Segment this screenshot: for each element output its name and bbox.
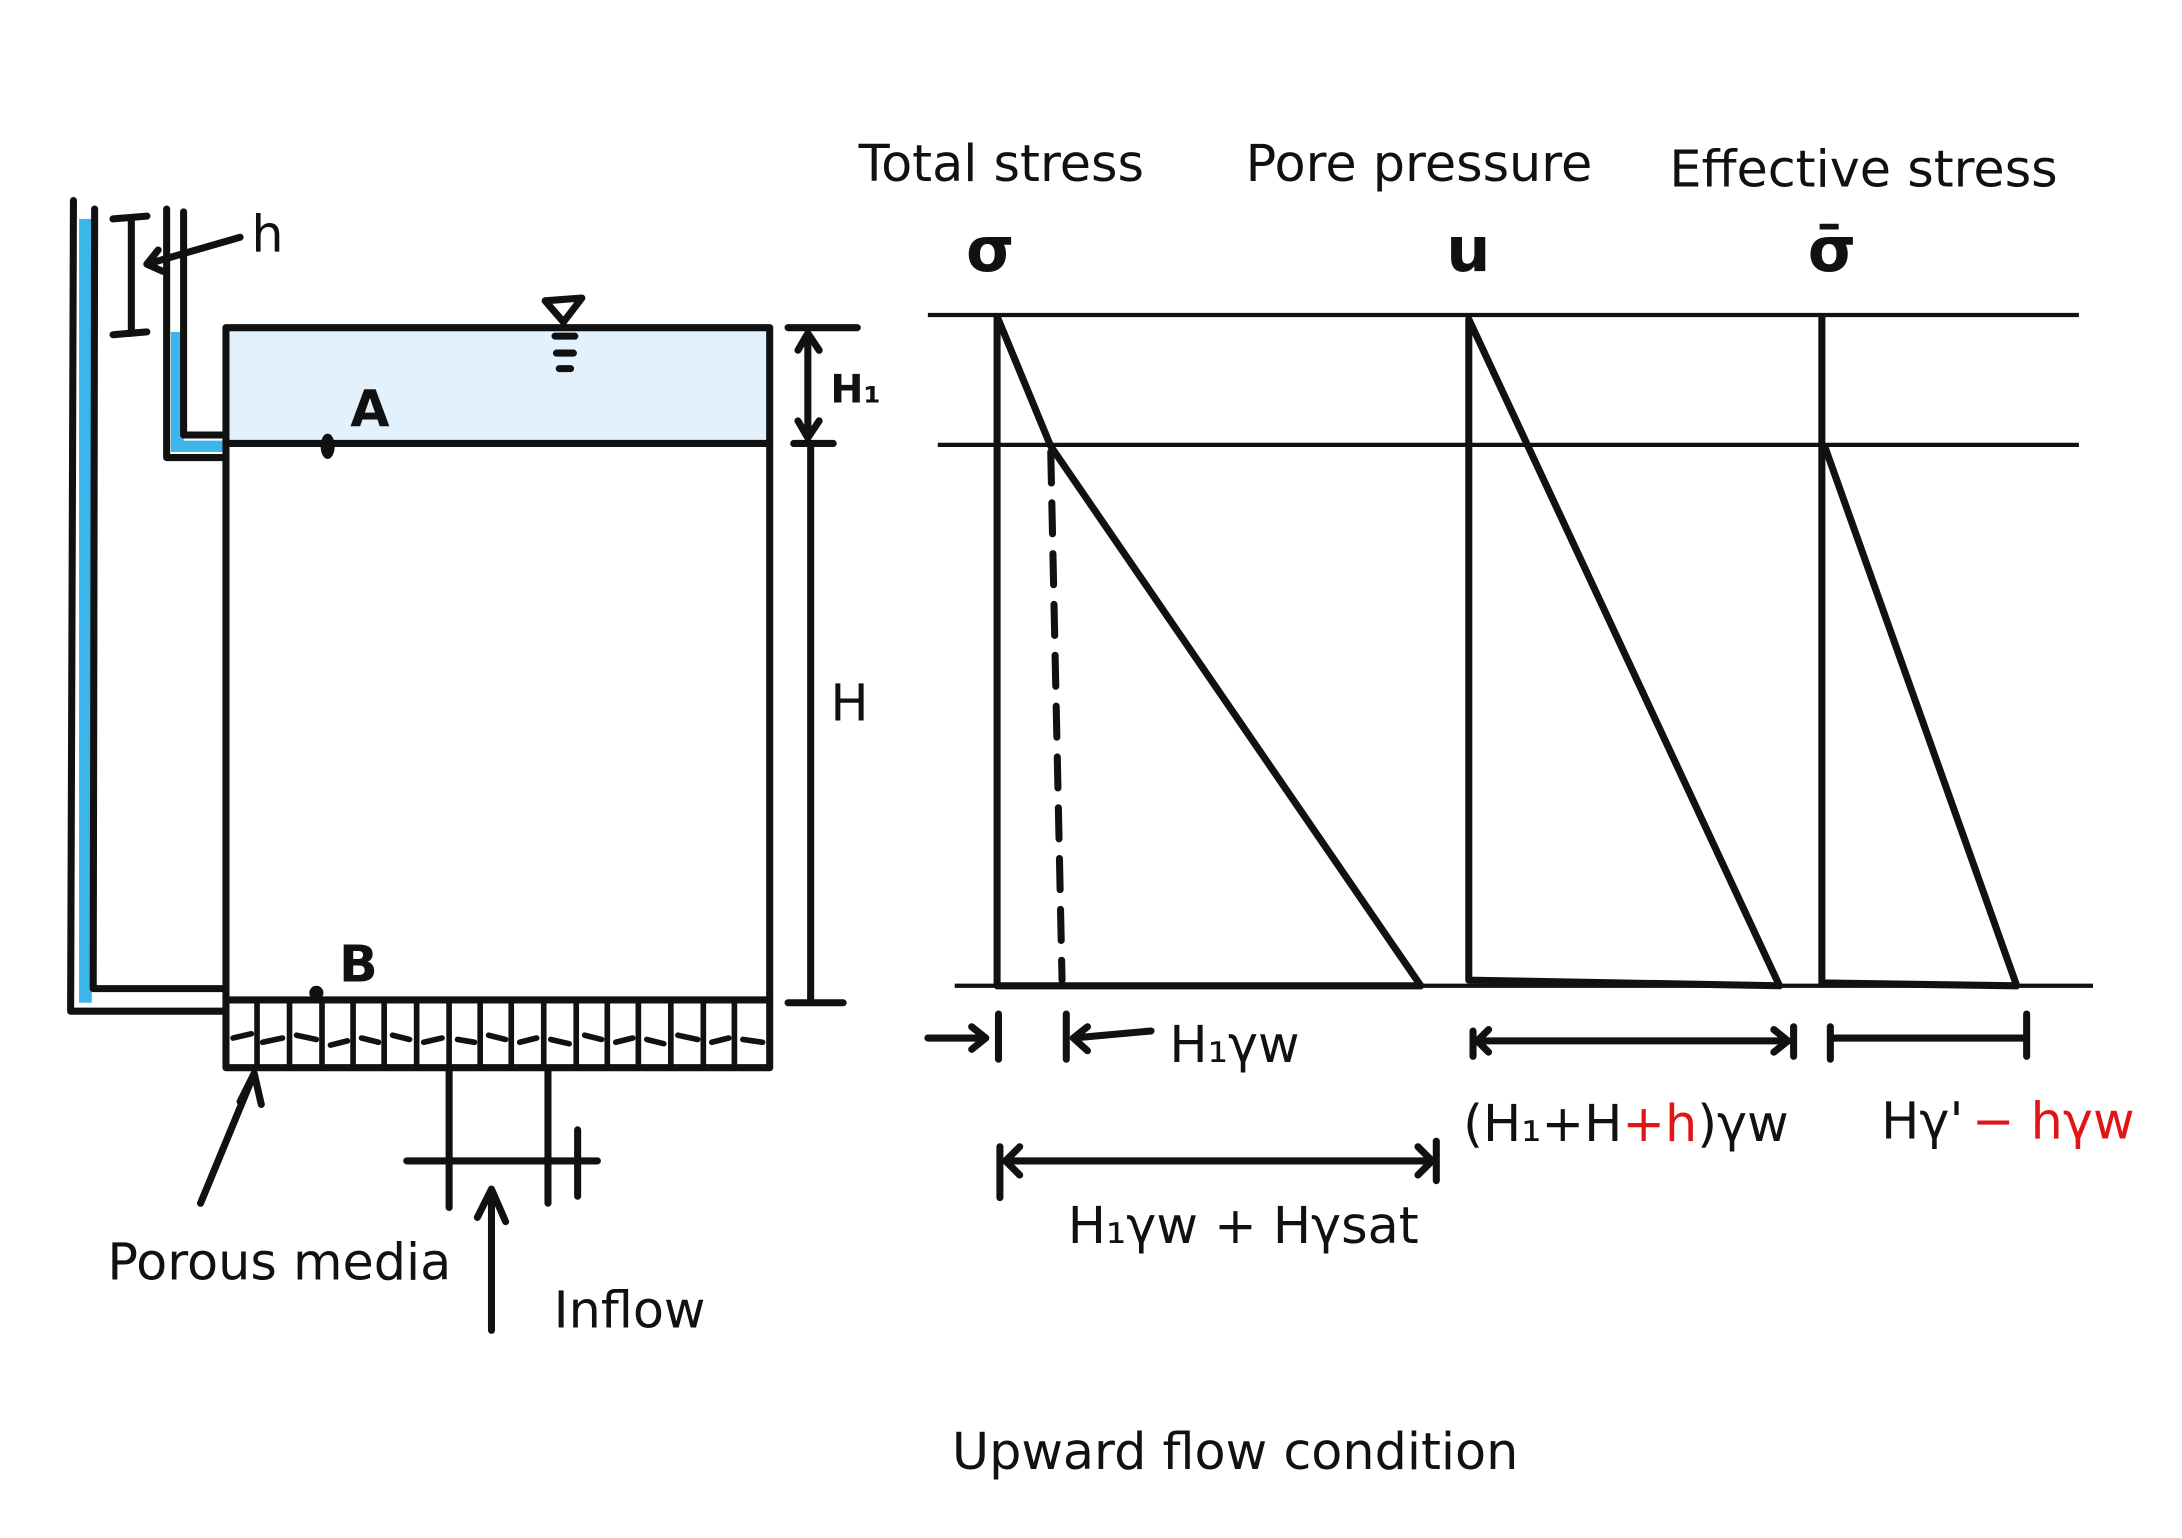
eff-red: − hγw <box>1972 1091 2135 1150</box>
label-h-diff: h <box>251 204 283 263</box>
label-porous-media: Porous media <box>107 1233 451 1292</box>
symbol-u: u <box>1446 213 1490 286</box>
water-layer <box>225 327 770 444</box>
label-eff-bottom: Hγ'− hγw <box>1881 1091 2134 1150</box>
symbol-sigma-bar: σ̄ <box>1808 213 1856 286</box>
piezometer-tall-water <box>79 218 92 1003</box>
pore-pressure-profile <box>1465 315 1784 990</box>
label-total-top: H₁γw <box>1169 1015 1299 1074</box>
porous-media-pointer <box>197 1069 265 1207</box>
total-stress-profile <box>993 312 1425 990</box>
pore-prefix: (H₁+H <box>1463 1094 1622 1153</box>
label-point-b: B <box>339 935 378 994</box>
pore-suffix: )γw <box>1697 1094 1788 1153</box>
water-table-icon <box>541 294 586 373</box>
porous-media-hatch <box>230 999 766 1068</box>
apparatus: h A B H₁ H Inflow Porous media <box>67 197 881 1340</box>
point-a <box>320 433 335 460</box>
label-h: H <box>830 673 868 732</box>
effective-stress-profile <box>1818 312 2021 990</box>
pore-red: +h <box>1622 1094 1697 1153</box>
annotation-arrows <box>924 1010 2031 1202</box>
header-effective-stress: Effective stress <box>1669 139 2057 198</box>
eff-black: Hγ' <box>1881 1091 1963 1150</box>
inflow-arrow <box>473 1185 510 1334</box>
label-pore-bottom: (H₁+H+h)γw <box>1463 1094 1789 1153</box>
point-b <box>309 985 324 1000</box>
caption: Upward flow condition <box>952 1422 1518 1481</box>
label-h1: H₁ <box>830 367 880 413</box>
header-total-stress: Total stress <box>858 134 1144 193</box>
header-pore-pressure: Pore pressure <box>1246 134 1593 193</box>
label-point-a: A <box>350 380 390 439</box>
label-total-bottom: H₁γw + Hγsat <box>1068 1196 1419 1255</box>
label-inflow: Inflow <box>554 1281 706 1340</box>
symbol-sigma: σ <box>966 213 1014 286</box>
